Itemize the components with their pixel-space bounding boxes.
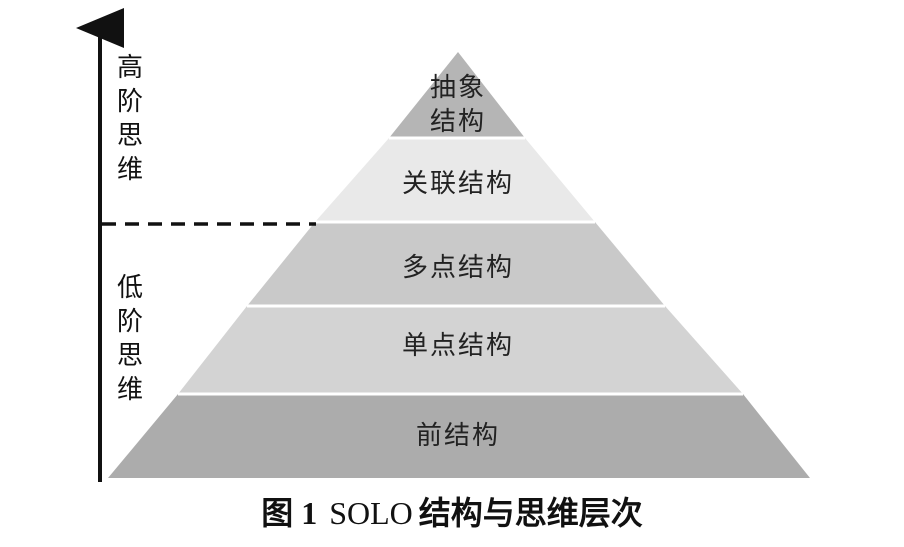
level-label-multistructural: 多点结构 (402, 253, 514, 283)
axis-label-high-order-2: 阶 (117, 87, 143, 117)
level-label-relational: 关联结构 (402, 169, 514, 199)
pyramid-level-relational (315, 138, 595, 222)
level-label-unistructural: 单点结构 (402, 331, 514, 361)
caption-title-latin: SOLO (329, 495, 413, 531)
axis-label-low-order-4: 维 (117, 375, 143, 405)
pyramid-level-prestructural (108, 394, 810, 478)
pyramid-level-abstract (389, 52, 525, 138)
layer-dividers (178, 136, 743, 396)
level-label-abstract-line1: 抽象 (430, 73, 486, 103)
pyramid-level-unistructural (178, 306, 743, 394)
axis-label-high-order-4: 维 (117, 155, 143, 185)
axis-label-high-order-1: 高 (117, 53, 143, 83)
pyramid-level-multistructural (247, 222, 665, 306)
axis-label-high-order-3: 思 (117, 121, 143, 151)
axis-label-low-order-1: 低 (117, 273, 143, 303)
axis-label-low-order-2: 阶 (117, 307, 143, 337)
level-label-abstract-line2: 结构 (430, 107, 486, 137)
figure-number: 图 1 (261, 495, 318, 531)
caption-title-chinese: 结构与思维层次 (418, 494, 643, 532)
level-label-prestructural: 前结构 (416, 421, 500, 451)
axis-label-low-order-3: 思 (117, 341, 143, 371)
